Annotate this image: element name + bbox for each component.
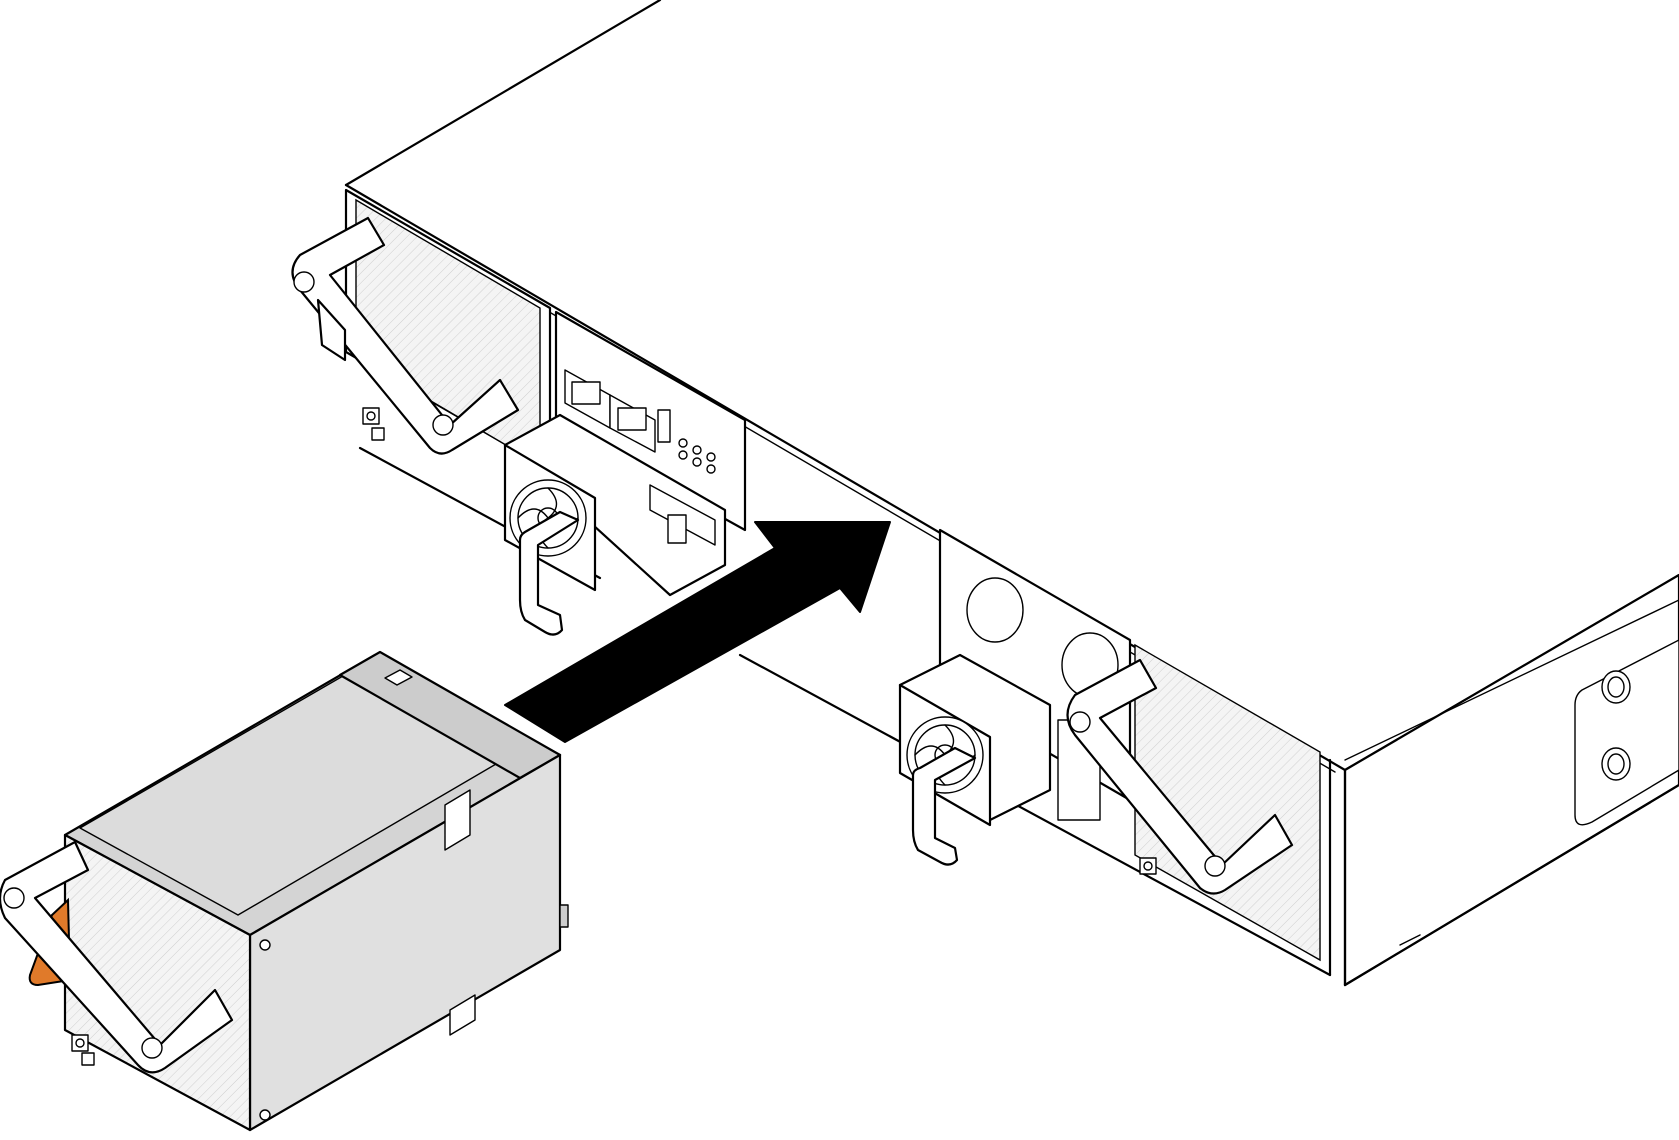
left-drive-bay	[291, 188, 552, 472]
side-thumbscrew-upper	[1601, 670, 1631, 704]
psu-status-led	[71, 1034, 95, 1066]
right-bay-latch	[1139, 857, 1157, 875]
usb-port	[657, 409, 671, 443]
side-thumbscrew-lower	[1601, 747, 1631, 781]
io-module	[554, 310, 747, 532]
power-supply-unit	[0, 650, 569, 1132]
handle-icon	[518, 510, 580, 636]
handle-icon	[911, 746, 977, 866]
right-bay-handle	[1066, 658, 1294, 895]
installed-psu-lower	[898, 653, 1101, 866]
installed-psu-upper	[503, 413, 727, 636]
chassis-top-panel	[346, 0, 1679, 770]
right-bay	[898, 528, 1321, 962]
side-panel-recess	[1574, 639, 1679, 826]
left-bay-handle	[291, 216, 520, 455]
arrow-right-icon	[504, 521, 891, 743]
left-bay-latch	[362, 407, 385, 441]
handle-icon	[0, 840, 234, 1074]
